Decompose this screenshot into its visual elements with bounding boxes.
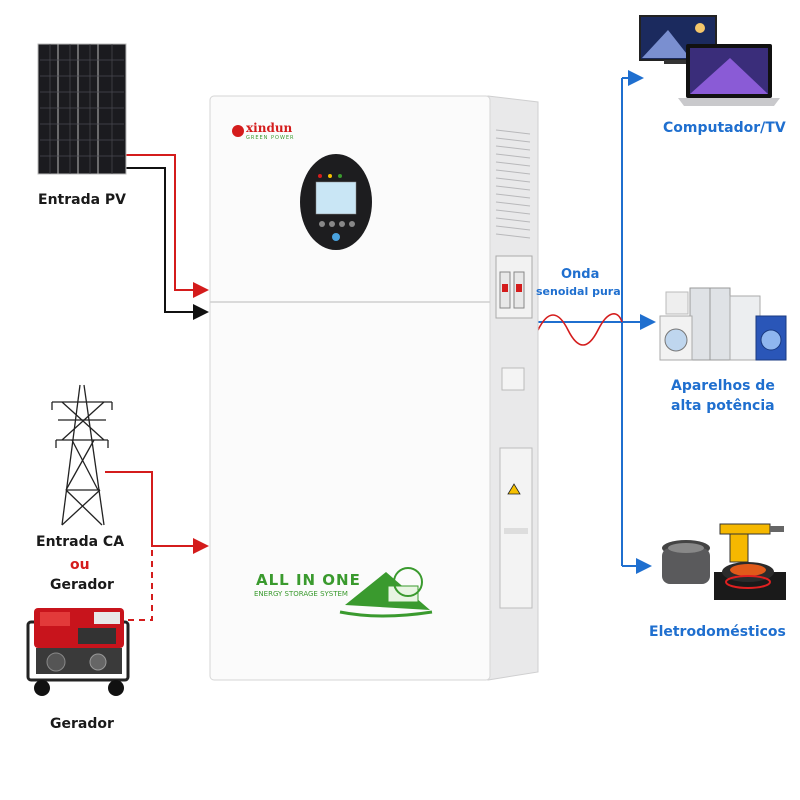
computer-tv-label: Computador/TV [663,120,786,136]
pv-negative-wire [125,167,209,320]
sine-wave-label-line1: Onda [561,267,600,282]
appliances-label-line2: alta potência [671,398,775,414]
sine-wave-label-line2: senoidal pura [536,285,621,298]
household-label: Eletrodomésticos [649,624,786,640]
appliances-label-line1: Aparelhos de [671,378,775,394]
brand-subtitle: GREEN POWER [246,135,295,141]
generator-label: Gerador [50,716,114,732]
generator-input-label: Gerador [50,577,114,593]
pv-input-label: Entrada PV [38,192,127,208]
or-label: ou [70,557,90,573]
ac-input-wire [105,471,209,554]
product-subtitle: ENERGY STORAGE SYSTEM [254,590,348,598]
pv-positive-wire [125,154,209,298]
generator-wire [128,546,153,621]
logo-star-icon [232,125,244,137]
ac-input-label: Entrada CA [36,534,125,550]
sine-wave [537,313,623,346]
product-title: ALL IN ONE [256,571,361,589]
brand-name: xindun [246,121,293,135]
brand-logo: xindun GREEN POWER [232,121,302,145]
